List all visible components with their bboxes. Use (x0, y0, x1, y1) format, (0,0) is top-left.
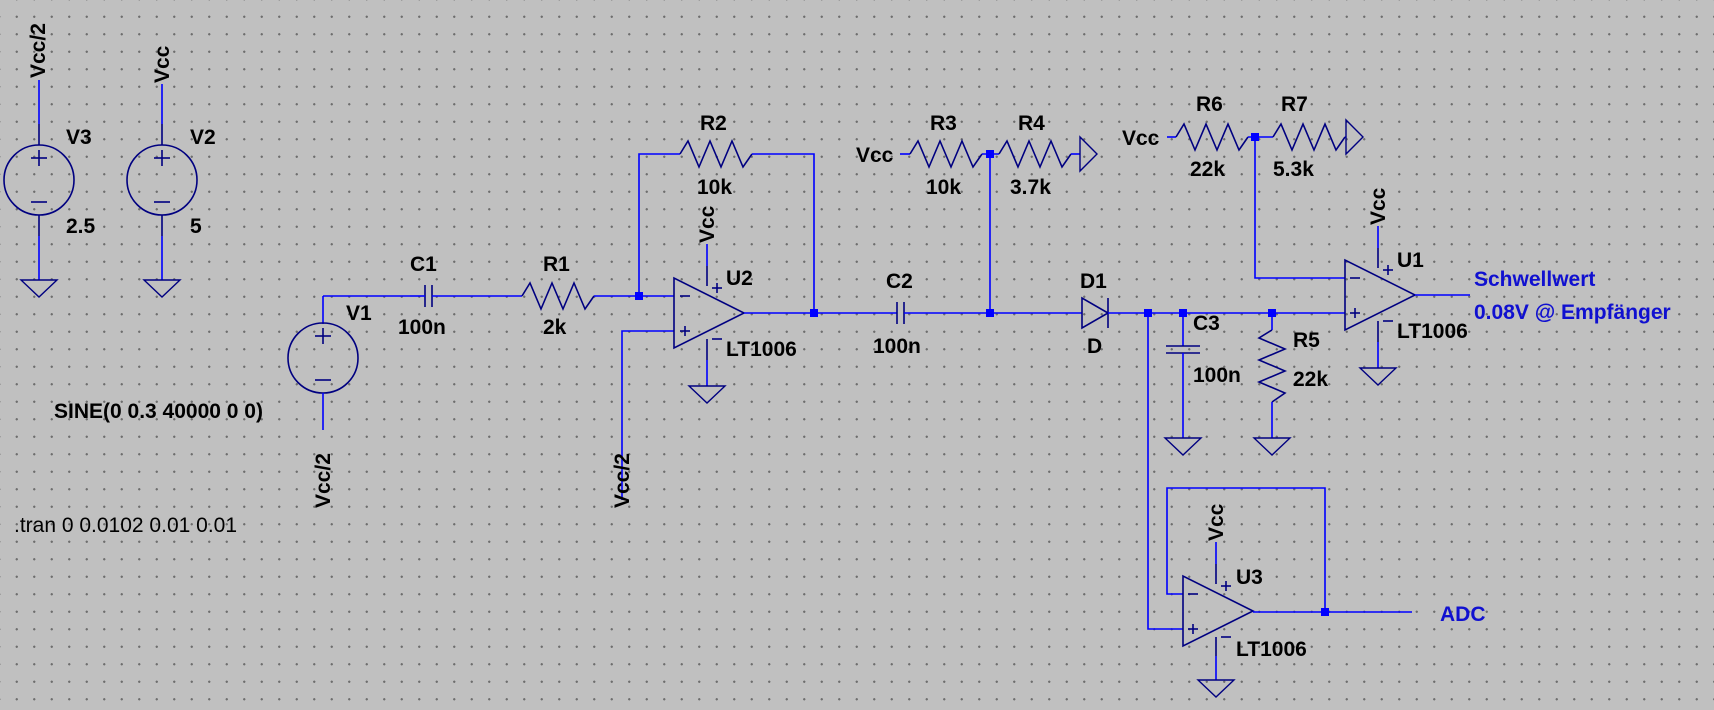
ref-v2: V2 (190, 126, 216, 149)
value-r2: 10k (697, 176, 732, 199)
opamp-u2[interactable]: Vcc U2 LT1006 Vcc/2 (611, 205, 814, 508)
diode-d1[interactable]: D1 D (990, 270, 1345, 358)
ref-r1: R1 (543, 253, 570, 276)
supply-label-u2: Vcc (696, 205, 719, 243)
model-d1: D (1087, 335, 1102, 358)
net-label-v1: Vcc/2 (312, 453, 335, 508)
junction-dot (1321, 608, 1329, 616)
voltage-source-v1[interactable]: V1 SINE(0 0.3 40000 0 0) Vcc/2 (54, 295, 410, 508)
ref-u1: U1 (1397, 249, 1424, 272)
value-r4: 3.7k (1010, 176, 1051, 199)
ground-symbol (19, 279, 59, 298)
model-u1: LT1006 (1397, 320, 1468, 343)
junction-dot (986, 150, 994, 158)
resistor-r7[interactable]: R7 5.3k (1248, 93, 1364, 181)
value-r1: 2k (543, 316, 567, 339)
capacitor-c1[interactable]: C1 100n (398, 253, 522, 339)
output-label-empfaenger: 0.08V @ Empfänger (1474, 301, 1671, 324)
ground-symbol (1252, 437, 1292, 456)
value-r6: 22k (1190, 158, 1225, 181)
junction-dot (1268, 309, 1276, 317)
value-r5: 22k (1293, 368, 1328, 391)
ref-u2: U2 (726, 267, 753, 290)
ref-r7: R7 (1281, 93, 1308, 116)
ref-r5: R5 (1293, 329, 1320, 352)
model-u2: LT1006 (726, 338, 797, 361)
ref-u3: U3 (1236, 566, 1263, 589)
value-v2: 5 (190, 215, 202, 238)
voltage-source-v2[interactable]: Vcc V2 5 (126, 45, 216, 298)
net-label-v2: Vcc (151, 45, 174, 83)
resistor-r4[interactable]: R4 3.7k (982, 112, 1098, 313)
value-r3: 10k (926, 176, 961, 199)
value-r7: 5.3k (1273, 158, 1314, 181)
spice-directive[interactable]: .tran 0 0.0102 0.01 0.01 (14, 514, 237, 537)
net-label-v3: Vcc/2 (27, 23, 50, 78)
ref-net-u2: Vcc/2 (611, 453, 634, 508)
ground-symbol (687, 385, 727, 404)
ref-v3: V3 (66, 126, 92, 149)
capacitor-c3[interactable]: C3 100n (1163, 312, 1241, 456)
model-u3: LT1006 (1236, 638, 1307, 661)
ground-symbol (1345, 118, 1364, 156)
vcc-label-r3: Vcc (856, 144, 894, 167)
value-v3: 2.5 (66, 215, 96, 238)
ref-r6: R6 (1196, 93, 1223, 116)
ref-c2: C2 (886, 270, 913, 293)
junctions (635, 133, 1329, 616)
resistor-r6[interactable]: Vcc R6 22k (1122, 93, 1249, 181)
junction-dot (986, 309, 994, 317)
junction-dot (1144, 309, 1152, 317)
ref-v1: V1 (346, 302, 372, 325)
value-c3: 100n (1193, 364, 1241, 387)
vcc-label-r6: Vcc (1122, 127, 1160, 150)
opamp-u1[interactable]: Vcc U1 LT1006 Schwellwert 0.08V @ Empfän… (1254, 137, 1671, 386)
ref-r3: R3 (930, 112, 957, 135)
capacitor-c2[interactable]: C2 100n (814, 270, 990, 358)
output-label-schwellwert: Schwellwert (1474, 268, 1595, 291)
value-v1: SINE(0 0.3 40000 0 0) (54, 400, 263, 423)
ref-c1: C1 (410, 253, 437, 276)
junction-dot (1179, 309, 1187, 317)
output-label-adc: ADC (1440, 603, 1486, 626)
junction-dot (635, 292, 643, 300)
ground-symbol (1196, 679, 1236, 698)
resistor-r1[interactable]: R1 2k (521, 253, 639, 339)
supply-label-u1: Vcc (1367, 187, 1390, 225)
value-c1: 100n (398, 316, 446, 339)
ground-symbol (1079, 135, 1098, 173)
resistor-r2[interactable]: R2 10k (638, 112, 815, 313)
ref-r2: R2 (700, 112, 727, 135)
ref-c3: C3 (1193, 312, 1220, 335)
ground-symbol (1163, 437, 1203, 456)
value-c2: 100n (873, 335, 921, 358)
ref-r4: R4 (1018, 112, 1045, 135)
opamp-u3[interactable]: Vcc U3 LT1006 ADC (1147, 313, 1486, 698)
ground-symbol (1358, 367, 1398, 386)
supply-label-u3: Vcc (1205, 503, 1228, 541)
junction-dot (810, 309, 818, 317)
junction-dot (1251, 133, 1259, 141)
ground-symbol (142, 279, 182, 298)
voltage-source-v3[interactable]: Vcc/2 V3 2.5 (3, 23, 96, 298)
resistor-r5[interactable]: R5 22k (1252, 313, 1328, 456)
resistor-r3[interactable]: Vcc R3 10k (856, 112, 983, 199)
ref-d1: D1 (1080, 270, 1107, 293)
